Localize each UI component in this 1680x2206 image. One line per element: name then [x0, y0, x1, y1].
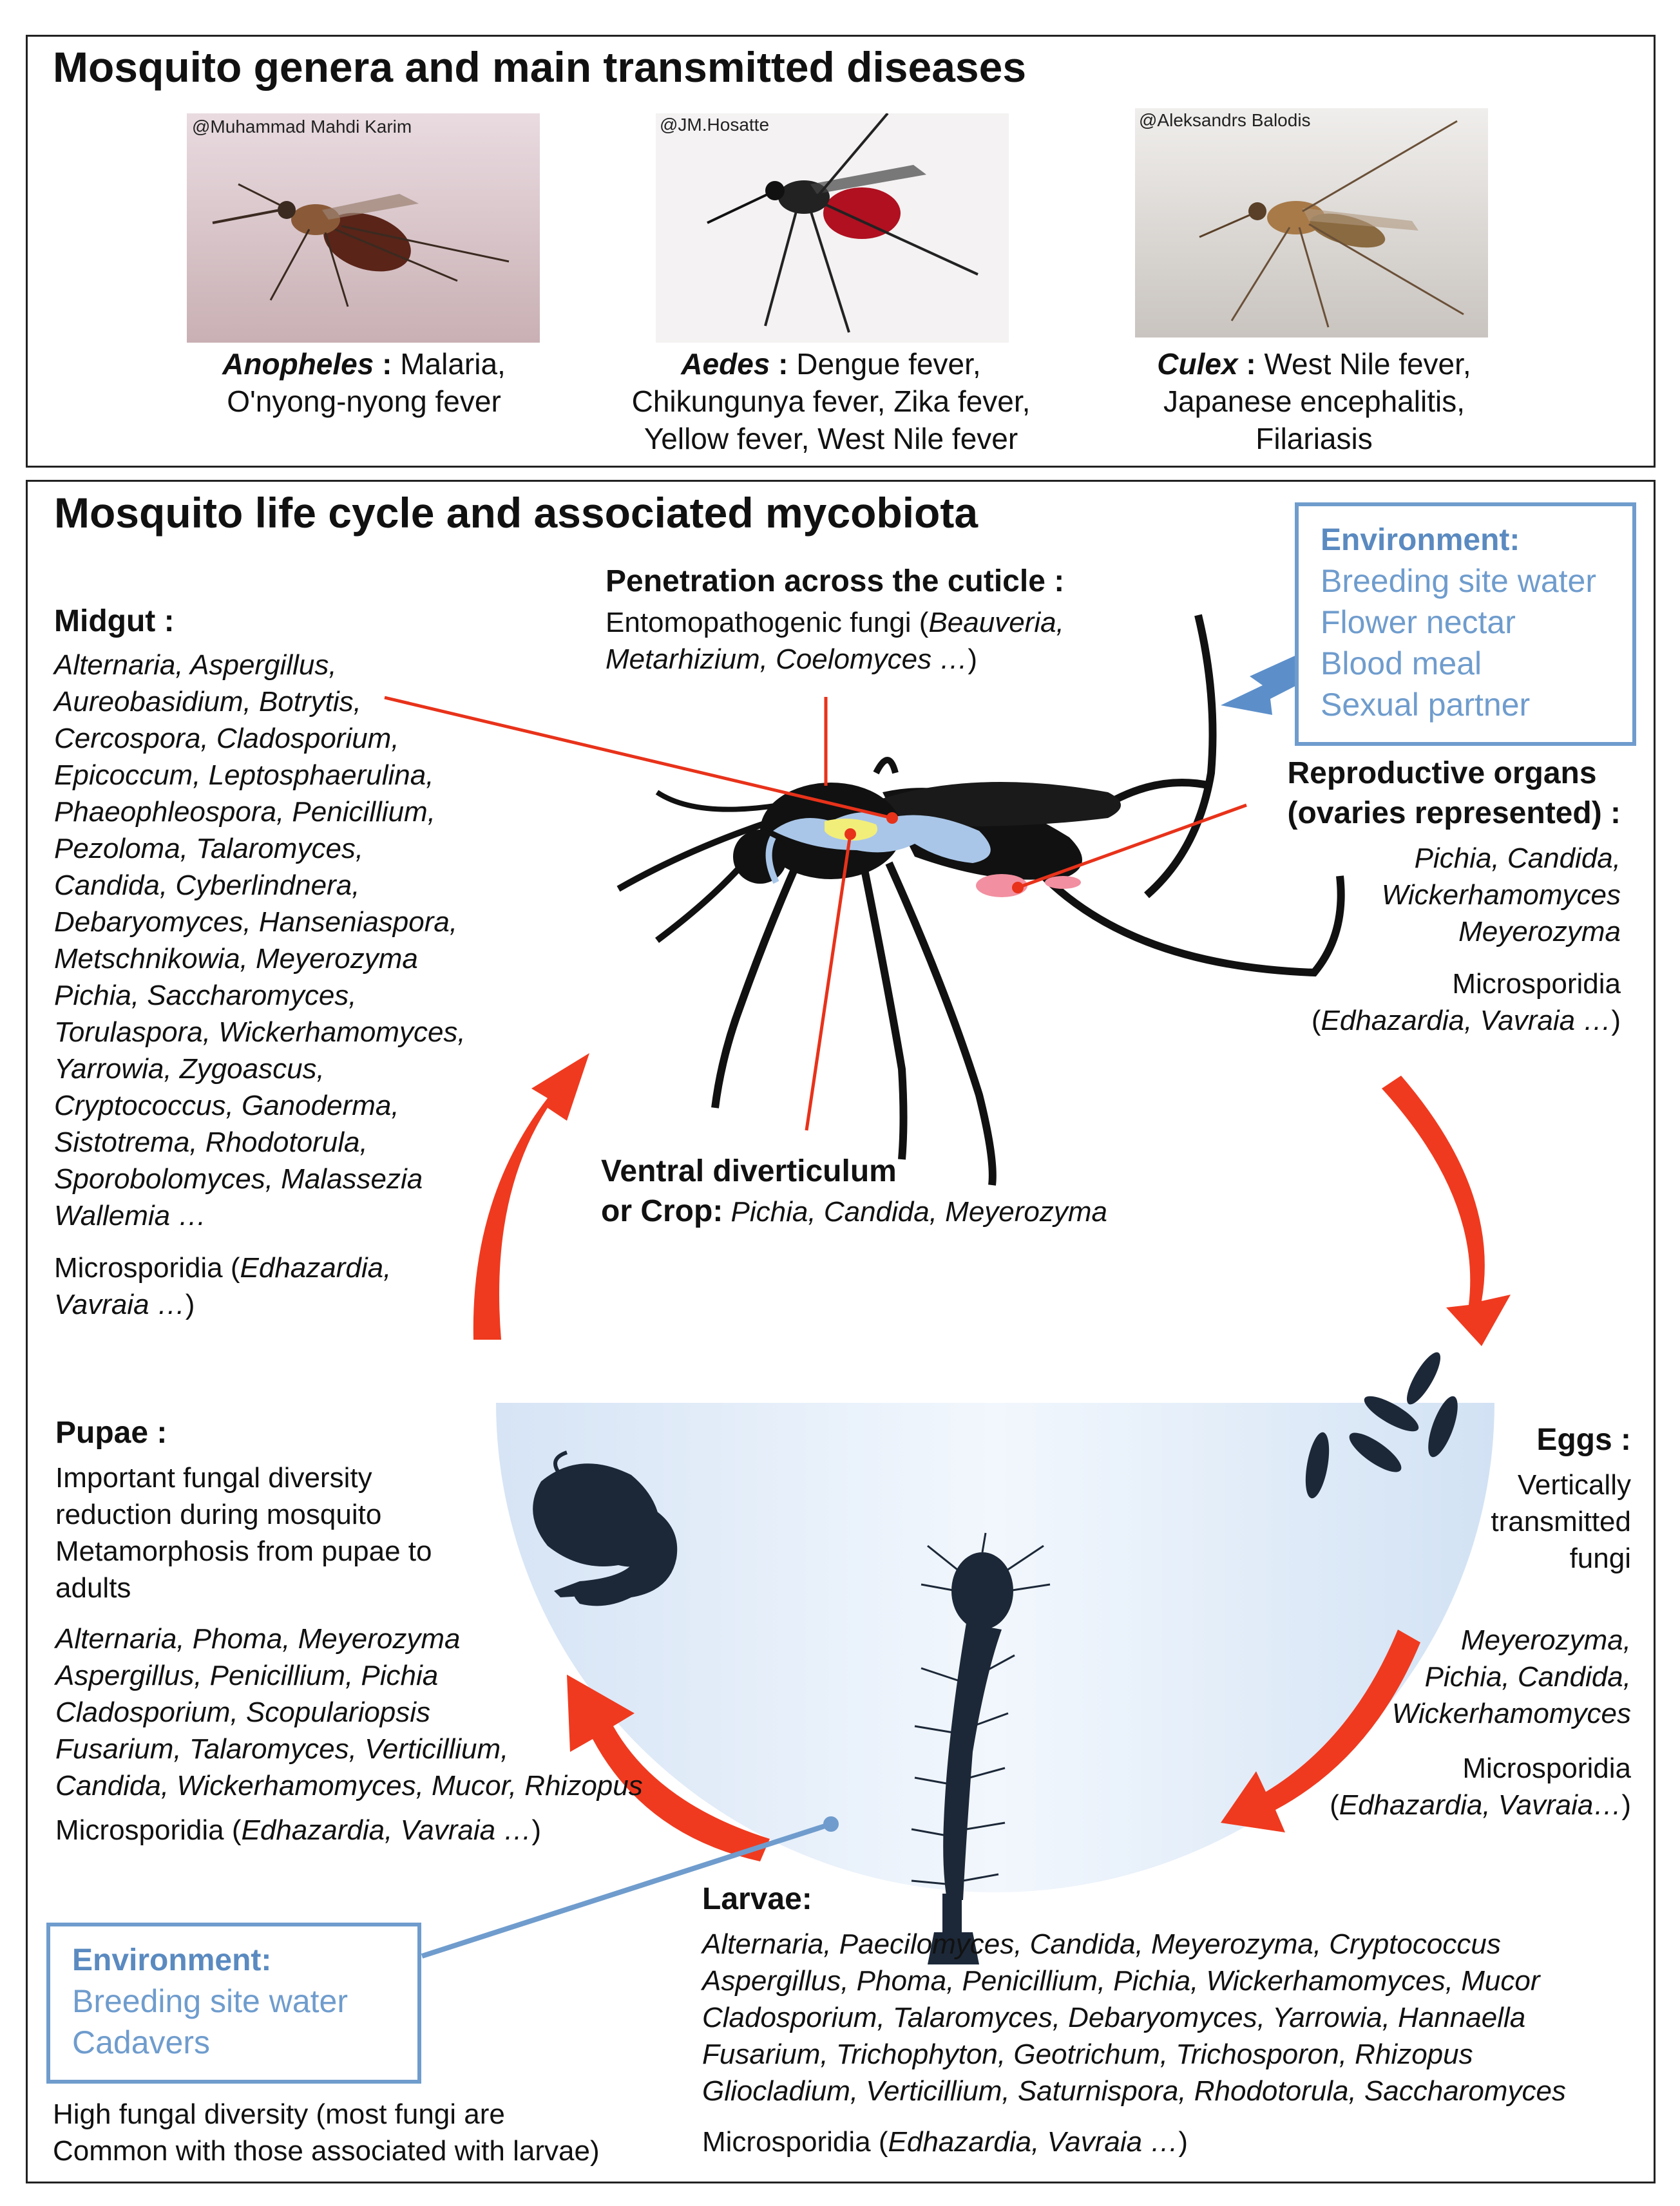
larvae-fungus-line: Fusarium, Trichophyton, Geotrichum, Tric…: [702, 2039, 1473, 2070]
pupae-description: Important fungal diversity reduction duri…: [55, 1460, 643, 1606]
bottom-panel: [26, 480, 1656, 2183]
midgut-fungus-line: Phaeophleospora, Penicillium,: [54, 796, 435, 828]
adult-diversity-note: High fungal diversity (most fungi are Co…: [53, 2098, 600, 2167]
midgut-fungus-line: Alternaria, Aspergillus,: [54, 649, 337, 681]
reproductive-fungus-line: Wickerhamomyces: [1381, 879, 1621, 911]
environment-item: Breeding site water: [72, 1983, 348, 2019]
midgut-fungus-line: Yarrowia, Zygoascus,: [54, 1053, 325, 1085]
larvae-fungus-line: Gliocladium, Verticillium, Saturnispora,…: [702, 2075, 1566, 2107]
midgut-fungus-line: Metschnikowia, Meyerozyma: [54, 943, 418, 975]
aedes-caption: Aedes : Dengue fever, Chikungunya fever,…: [631, 347, 1031, 455]
larvae-fungus-line: Cladosporium, Talaromyces, Debaryomyces,…: [702, 2002, 1526, 2033]
environment-pointer-dot: [823, 1816, 839, 1832]
larvae-fungus-line: Aspergillus, Phoma, Penicillium, Pichia,…: [702, 1965, 1540, 1997]
reproductive-organs-label: Reproductive organs (ovaries represented…: [1287, 756, 1621, 1036]
pupae-fungus-line: Cladosporium, Scopulariopsis: [55, 1697, 431, 1728]
reproductive-fungus-line: Meyerozyma: [1458, 916, 1621, 947]
midgut-fungus-line: Candida, Cyberlindnera,: [54, 870, 360, 901]
environment-box-top: Environment: Breeding site water Flower …: [1295, 502, 1636, 746]
environment-item: Flower nectar: [1321, 604, 1516, 640]
midgut-fungus-line: Pezoloma, Talaromyces,: [54, 833, 364, 864]
anopheles-caption: Anopheles : Malaria, O'nyong-nyong fever: [222, 347, 506, 418]
crop-label: Ventral diverticulum or Crop: Pichia, Ca…: [601, 1154, 1108, 1228]
eggs-fungi-list: Meyerozyma, Pichia, Candida, Wickerhamomyc…: [1330, 1622, 1631, 1732]
pupae-fungus-line: Aspergillus, Penicillium, Pichia: [55, 1660, 439, 1691]
eggs-fungus-line: Wickerhamomyces: [1391, 1698, 1631, 1729]
environment-box-bottom: Environment: Breeding site water Cadaver…: [46, 1923, 421, 2084]
midgut-fungus-line: Cryptococcus, Ganoderma,: [54, 1090, 399, 1121]
eggs-description: Vertically transmitted fungi: [1330, 1467, 1631, 1577]
eggs-fungus-line: Meyerozyma,: [1460, 1624, 1631, 1656]
larvae-label: Larvae: Alternaria, Paecilomyces, Candid…: [702, 1882, 1566, 2158]
larva-silhouette: [911, 1532, 1051, 1964]
midgut-fungus-line: Sporobolomyces, Malassezia: [54, 1163, 423, 1195]
penetration-label: Penetration across the cuticle : Entomop…: [606, 564, 1065, 675]
midgut-fungus-line: Debaryomyces, Hanseniaspora,: [54, 906, 458, 938]
culex-caption: Culex : West Nile fever, Japanese enceph…: [1157, 347, 1471, 455]
mosquito-adult-silhouette: [616, 614, 1345, 1186]
pupae-fungus-line: Alternaria, Phoma, Meyerozyma: [55, 1623, 461, 1655]
reproductive-fungus-line: Pichia, Candida,: [1414, 842, 1621, 874]
environment-heading: Environment:: [1321, 523, 1520, 557]
environment-item: Breeding site water: [1321, 563, 1597, 599]
eggs-fungus-line: Pichia, Candida,: [1424, 1661, 1631, 1693]
organ-pointer-dots: [845, 812, 1024, 893]
culex-photo: [1135, 108, 1488, 338]
midgut-fungus-line: Sistotrema, Rhodotorula,: [54, 1127, 368, 1158]
midgut-fungus-line: Epicoccum, Leptosphaerulina,: [54, 759, 434, 791]
pupae-fungus-line: Fusarium, Talaromyces, Verticillium,: [55, 1733, 509, 1765]
midgut-label: Midgut : Alternaria, Aspergillus,Aureoba…: [54, 604, 466, 1320]
eggs-description-line: transmitted: [1491, 1506, 1631, 1537]
environment-item: Cadavers: [72, 2024, 210, 2060]
midgut-fungus-line: Wallemia …: [54, 1200, 207, 1231]
eggs-silhouette: [1305, 1352, 1458, 1499]
environment-item: Blood meal: [1321, 645, 1482, 681]
pupae-description-line: Metamorphosis from pupae to: [55, 1536, 432, 1567]
anopheles-photo-credit: @Muhammad Mahdi Karim: [192, 117, 412, 137]
culex-photo-credit: @Aleksandrs Balodis: [1139, 110, 1311, 130]
organ-pointer-lines: [384, 696, 1247, 1131]
pupae-description-line: Important fungal diversity: [55, 1462, 372, 1494]
environment-pointer-bottom: [421, 1821, 832, 1959]
pupae-description-line: adults: [55, 1572, 131, 1604]
pupae-description-line: reduction during mosquito: [55, 1499, 382, 1530]
aedes-photo: [656, 113, 1009, 343]
aedes-photo-credit: @JM.Hosatte: [660, 115, 770, 135]
larvae-fungus-line: Alternaria, Paecilomyces, Candida, Meyer…: [702, 1928, 1501, 1960]
anopheles-photo: [187, 113, 540, 343]
top-panel-title: Mosquito genera and main transmitted dis…: [53, 43, 1027, 91]
larvae-fungi-list: Alternaria, Paecilomyces, Candida, Meyer…: [702, 1926, 1566, 2109]
midgut-fungus-line: Pichia, Saccharomyces,: [54, 980, 357, 1011]
life-cycle-arrows: [473, 1053, 1511, 1861]
midgut-fungus-line: Torulaspora, Wickerhamomyces,: [54, 1016, 466, 1048]
bottom-panel-title: Mosquito life cycle and associated mycob…: [54, 489, 978, 537]
pupa-silhouette: [533, 1450, 678, 1606]
midgut-fungus-line: Cercospora, Cladosporium,: [54, 723, 399, 754]
eggs-description-line: Vertically: [1517, 1469, 1631, 1501]
environment-item: Sexual partner: [1321, 687, 1531, 723]
midgut-fungi-list: Alternaria, Aspergillus, Aureobasidium, B…: [54, 647, 466, 1234]
pupae-fungus-line: Candida, Wickerhamomyces, Mucor, Rhizopu…: [55, 1770, 643, 1802]
midgut-fungus-line: Aureobasidium, Botrytis,: [54, 686, 361, 718]
environment-heading: Environment:: [72, 1943, 272, 1977]
eggs-description-line: fungi: [1569, 1543, 1631, 1574]
